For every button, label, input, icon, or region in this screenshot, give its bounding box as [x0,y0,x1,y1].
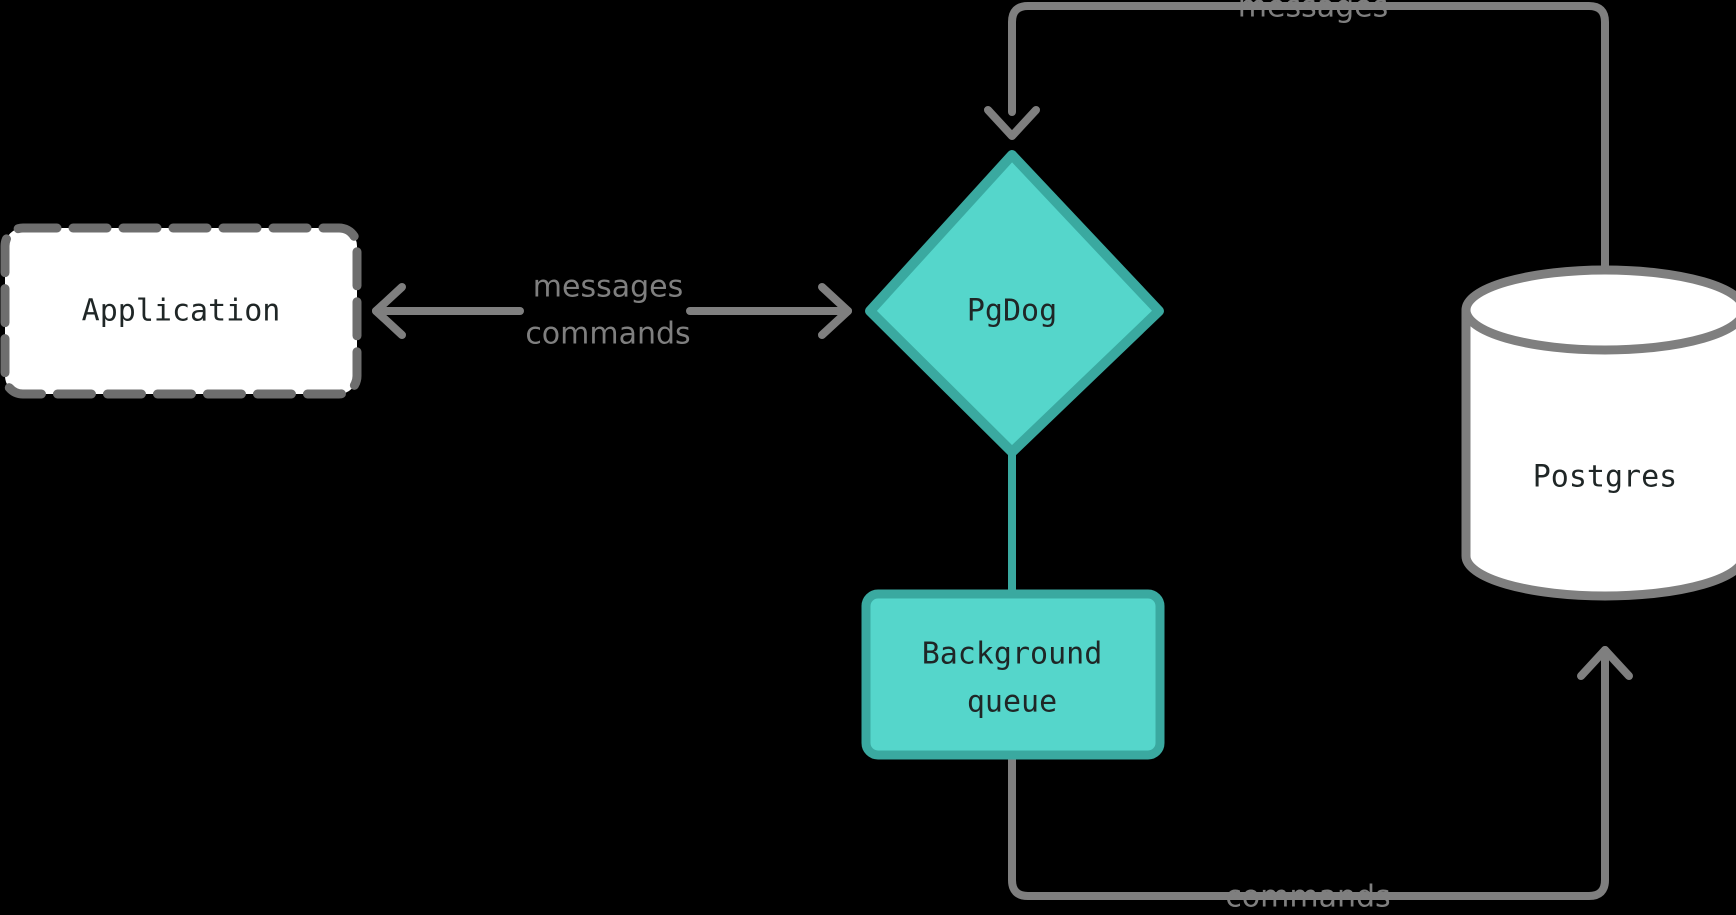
node-background-queue[interactable]: Background queue [861,589,1165,760]
pgdog-label: PgDog [967,294,1057,329]
edge-label-app-pgdog: messages commands [525,270,690,352]
application-box [0,223,362,399]
arrowhead-into-pgdog [984,106,1040,140]
background-queue-label-line2: queue [967,685,1057,720]
arrowhead-into-pgdog-from-app [818,283,852,339]
node-postgres[interactable]: Postgres [1461,265,1736,601]
edge-label-messages-top: messages [1238,0,1388,25]
arrowhead-into-postgres [1577,646,1633,680]
edge-line-messages-return [1008,2,1609,274]
node-application[interactable]: Application [0,223,362,399]
postgres-cylinder-top [1461,265,1736,355]
application-label: Application [82,294,281,329]
edge-label-commands-app: commands [525,317,690,352]
edge-queue-to-postgres [1008,646,1633,900]
edge-postgres-to-pgdog [984,2,1609,274]
edge-label-commands-bottom: commands [1225,880,1390,915]
edge-app-to-pgdog [372,283,852,339]
background-queue-label-line1: Background [922,637,1103,672]
postgres-cylinder-body [1461,305,1736,601]
edge-label-messages-app: messages [533,270,683,305]
background-queue-box [861,589,1165,760]
pgdog-diamond [865,150,1164,457]
node-pgdog[interactable]: PgDog [865,150,1164,457]
arrowhead-into-application [372,283,406,339]
edge-line-commands [1008,646,1609,900]
postgres-label: Postgres [1533,460,1678,495]
